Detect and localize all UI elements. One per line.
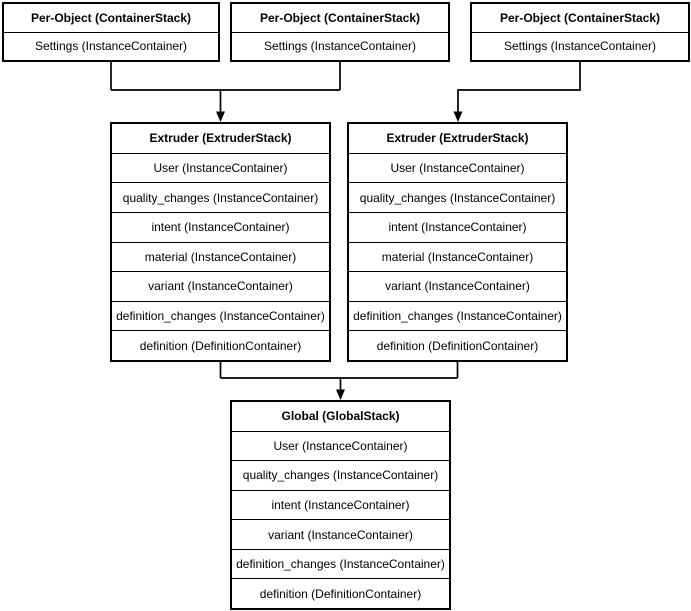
stack-row: definition_changes (InstanceContainer) xyxy=(232,548,449,579)
stack-row: intent (InstanceContainer) xyxy=(232,489,449,520)
stack-title: Per-Object (ContainerStack) xyxy=(259,10,421,25)
stack-title: Extruder (ExtruderStack) xyxy=(386,131,529,146)
stack-row: material (InstanceContainer) xyxy=(112,241,329,272)
stack-title: Per-Object (ContainerStack) xyxy=(499,10,661,25)
arrow-down-icon xyxy=(336,389,345,400)
stack-title: Per-Object (ContainerStack) xyxy=(30,10,192,25)
stack-title: Global (GlobalStack) xyxy=(281,409,400,424)
stack-row: Settings (InstanceContainer) xyxy=(4,31,218,61)
edge-per-object-to-extruder-1 xyxy=(110,62,341,122)
global-stack: Global (GlobalStack) User (InstanceContai… xyxy=(230,400,451,610)
stack-row: User (InstanceContainer) xyxy=(232,430,449,461)
stack-row: definition_changes (InstanceContainer) xyxy=(112,300,329,331)
stack-row: intent (InstanceContainer) xyxy=(112,211,329,242)
extruder-stack-1: Extruder (ExtruderStack) User (InstanceCo… xyxy=(110,122,331,362)
stack-row: quality_changes (InstanceContainer) xyxy=(112,182,329,212)
arrow-down-icon xyxy=(453,111,463,122)
stack-row: intent (InstanceContainer) xyxy=(349,211,566,242)
per-object-stack-3: Per-Object (ContainerStack) Settings (Ins… xyxy=(470,2,690,62)
per-object-stack-1: Per-Object (ContainerStack) Settings (Ins… xyxy=(2,2,220,62)
stack-row: User (InstanceContainer) xyxy=(112,152,329,183)
stack-row: variant (InstanceContainer) xyxy=(232,519,449,549)
stack-row: material (InstanceContainer) xyxy=(349,241,566,272)
stack-title: Extruder (ExtruderStack) xyxy=(149,131,292,146)
stack-row: Settings (InstanceContainer) xyxy=(232,31,448,61)
edge-extruders-to-global xyxy=(219,362,459,400)
extruder-stack-2: Extruder (ExtruderStack) User (InstanceCo… xyxy=(347,122,568,362)
edge-per-object-to-extruder-2 xyxy=(453,62,581,122)
stack-row: User (InstanceContainer) xyxy=(349,152,566,183)
stack-row: quality_changes (InstanceContainer) xyxy=(232,460,449,490)
stack-row: definition (DefinitionContainer) xyxy=(112,330,329,360)
per-object-stack-2: Per-Object (ContainerStack) Settings (Ins… xyxy=(230,2,450,62)
stack-row: definition (DefinitionContainer) xyxy=(349,330,566,360)
stack-row: variant (InstanceContainer) xyxy=(112,271,329,301)
arrow-down-icon xyxy=(216,111,225,122)
stack-row: Settings (InstanceContainer) xyxy=(472,31,688,61)
stack-row: definition_changes (InstanceContainer) xyxy=(349,300,566,331)
stack-row: definition (DefinitionContainer) xyxy=(232,578,449,608)
stack-row: quality_changes (InstanceContainer) xyxy=(349,182,566,212)
stack-row: variant (InstanceContainer) xyxy=(349,271,566,301)
